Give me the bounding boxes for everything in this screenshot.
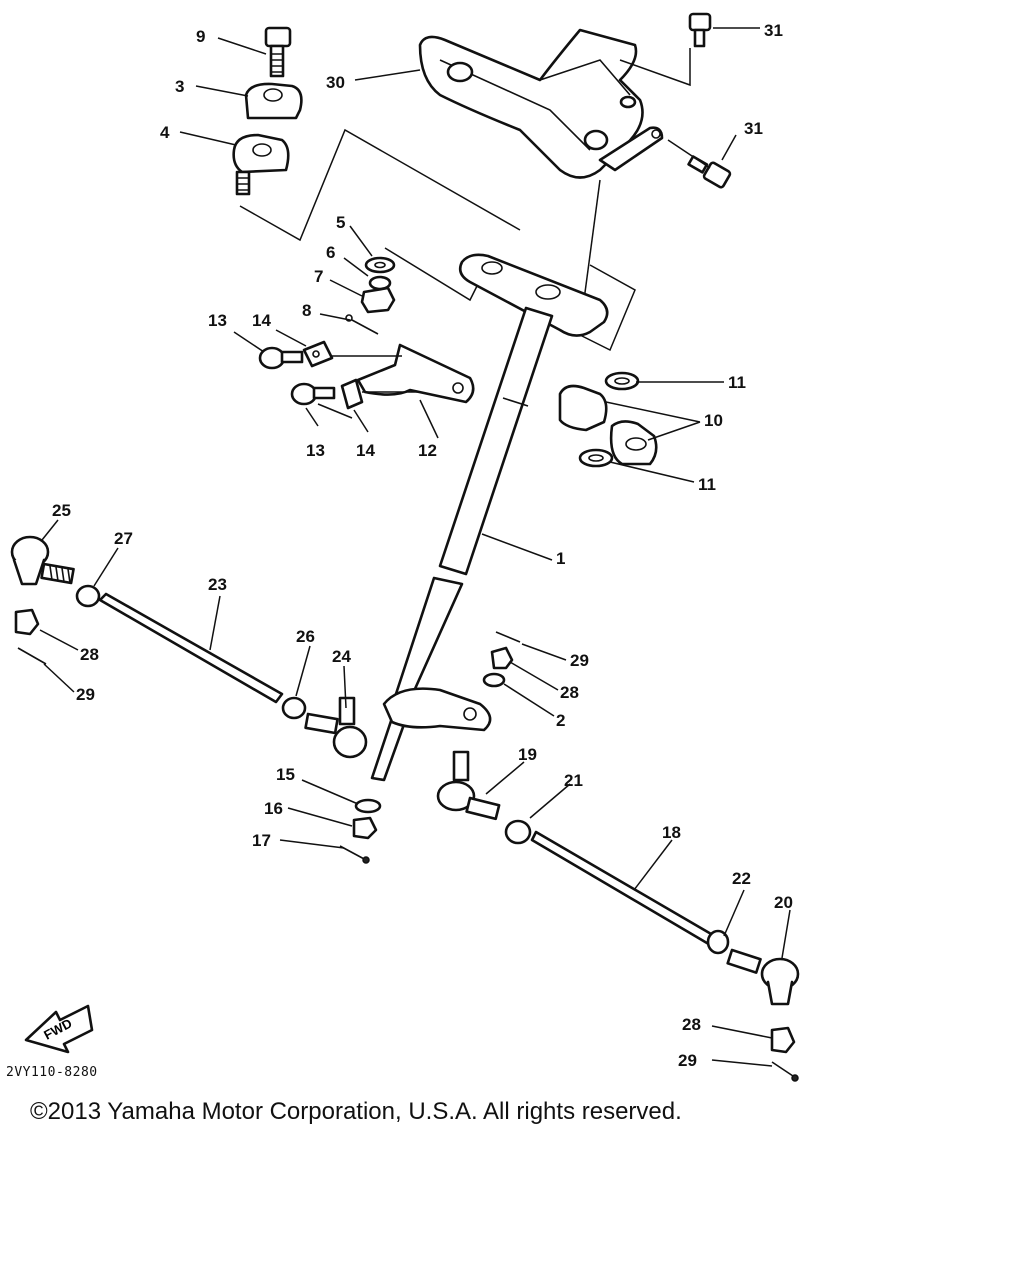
callout-11-lower: 11 — [698, 475, 716, 494]
callout-17: 17 — [252, 831, 271, 850]
callout-29-left: 29 — [76, 685, 95, 704]
shaft-upper-plate — [458, 253, 609, 337]
steering-parts-diagram: FWD — [10, 12, 800, 1082]
bolt-part-9 — [264, 26, 292, 78]
nut-part-16 — [352, 816, 378, 840]
callout-18: 18 — [662, 823, 681, 842]
clamp-part-14-lower — [340, 378, 364, 410]
callout-25: 25 — [52, 501, 71, 520]
callout-28-center: 28 — [560, 683, 579, 702]
copyright-notice: ©2013 Yamaha Motor Corporation, U.S.A. A… — [30, 1098, 682, 1125]
pitman-arm — [382, 687, 492, 732]
callout-13-lower: 13 — [306, 441, 325, 460]
callout-16: 16 — [264, 799, 283, 818]
callout-13-upper: 13 — [208, 311, 227, 330]
lower-holder-part-4 — [232, 133, 290, 196]
fwd-arrow-icon: FWD — [24, 1004, 94, 1054]
bolt-part-13-upper — [258, 346, 304, 370]
callout-31-lower: 31 — [744, 119, 763, 138]
washer-part-5 — [364, 256, 396, 274]
callout-24: 24 — [332, 647, 351, 666]
nut-part-27 — [75, 584, 101, 608]
cotter-pin-part-29-right — [771, 1061, 799, 1082]
callout-14-lower: 14 — [356, 441, 375, 460]
nut-part-28-right — [770, 1026, 796, 1054]
callout-27: 27 — [114, 529, 133, 548]
nut-part-21 — [504, 819, 532, 845]
callout-15: 15 — [276, 765, 295, 784]
callout-28-right: 28 — [682, 1015, 701, 1034]
callout-19: 19 — [518, 745, 537, 764]
callout-9: 9 — [196, 27, 205, 46]
washer-part-2 — [482, 672, 506, 688]
tie-rod-end-part-19 — [436, 750, 501, 821]
collar-part-10 — [558, 384, 658, 466]
cotter-pin-part-29-left — [17, 647, 47, 665]
tie-rod-end-part-25 — [10, 535, 75, 586]
tie-rod-part-18 — [530, 830, 720, 948]
washer-part-15 — [354, 798, 382, 814]
callouts: 9 3 4 30 31 31 5 6 7 8 13 14 13 14 12 11… — [52, 21, 793, 1070]
callout-29-right: 29 — [678, 1051, 697, 1070]
washer-part-11-lower — [578, 448, 614, 468]
drawing-code: 2VY110-8280 — [6, 1065, 98, 1080]
bolt-part-31-lower — [687, 155, 732, 189]
callout-20: 20 — [774, 893, 793, 912]
callout-leaders — [39, 27, 791, 1067]
callout-22: 22 — [732, 869, 751, 888]
nut-part-22 — [706, 929, 730, 955]
nut-part-28-left — [14, 608, 40, 636]
bolt-part-31-upper — [688, 12, 712, 48]
callout-14-upper: 14 — [252, 311, 271, 330]
callout-23: 23 — [208, 575, 227, 594]
cotter-pin-part-17 — [339, 845, 370, 864]
bracket-part-12 — [356, 343, 475, 404]
callout-10: 10 — [704, 411, 723, 430]
callout-21: 21 — [564, 771, 583, 790]
callout-8: 8 — [302, 301, 311, 320]
tie-rod-part-23 — [98, 592, 284, 704]
callout-30: 30 — [326, 73, 345, 92]
callout-6: 6 — [326, 243, 335, 262]
callout-11-upper: 11 — [728, 373, 746, 392]
nut-part-26 — [281, 696, 307, 720]
callout-28-left: 28 — [80, 645, 99, 664]
nut-part-28-center — [490, 646, 514, 670]
washer-part-11-upper — [604, 371, 640, 391]
clamp-part-14-upper — [302, 340, 334, 368]
callout-31-upper: 31 — [764, 21, 783, 40]
tie-rod-end-part-24 — [304, 696, 368, 759]
nut-part-7 — [360, 286, 396, 314]
cotter-pin-part-29-center — [495, 631, 521, 643]
callout-1: 1 — [556, 549, 565, 568]
callout-12: 12 — [418, 441, 437, 460]
upper-holder-part-3 — [244, 82, 303, 120]
callout-5: 5 — [336, 213, 345, 232]
cotter-pin-part-8 — [345, 314, 379, 335]
callout-7: 7 — [314, 267, 323, 286]
callout-2: 2 — [556, 711, 565, 730]
bolt-part-13-lower — [290, 382, 336, 406]
callout-29-center: 29 — [570, 651, 589, 670]
callout-4: 4 — [160, 123, 170, 142]
handlebar-holder-part-30 — [418, 28, 664, 179]
tie-rod-end-part-20 — [726, 948, 800, 1006]
callout-3: 3 — [175, 77, 184, 96]
callout-26: 26 — [296, 627, 315, 646]
